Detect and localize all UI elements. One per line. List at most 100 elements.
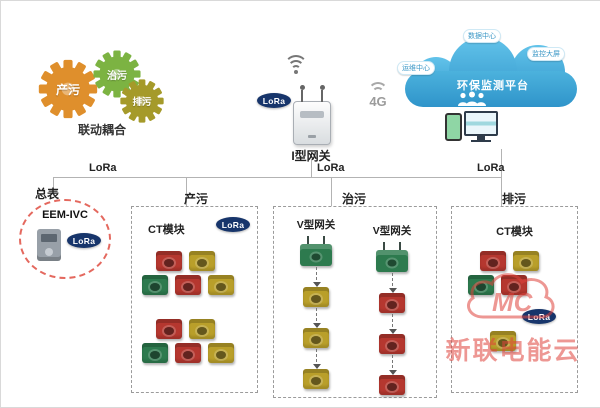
zone-produce-title: 产污 — [184, 192, 209, 206]
v-gateway-label: V型网关 — [372, 225, 412, 237]
gateway-label: I型网关 — [291, 149, 331, 163]
meter-title: 总表 — [35, 187, 60, 201]
dashed-arrow-down-icon — [388, 273, 397, 293]
dashed-arrow-down-icon — [312, 349, 321, 369]
dashed-arrow-down-icon — [388, 314, 397, 334]
gateway-screen — [300, 111, 324, 118]
ct-module-red — [175, 343, 201, 363]
drop-line-produce — [186, 177, 187, 206]
bus-label-right: LoRa — [477, 162, 505, 174]
ct-row — [490, 331, 516, 351]
zone-treat: 治污 V型网关 V型网关 — [273, 192, 437, 398]
meter-group-outline: EEM-IVC LoRa — [19, 199, 111, 279]
ct-module-red — [156, 251, 182, 271]
ct-module-red — [379, 375, 405, 395]
ct-module-red — [480, 251, 506, 271]
energy-meter-icon — [37, 229, 61, 261]
treat-column-1: V型网关 — [284, 217, 348, 389]
drop-line-gateway — [311, 159, 312, 177]
4g-signal-icon: 4G — [363, 77, 393, 109]
ct-module-green — [468, 275, 494, 295]
gears-caption: 联动耦合 — [77, 123, 126, 137]
cloud-platform-title: 环保监测平台 — [457, 80, 529, 92]
ct-module-label: CT模块 — [148, 224, 185, 236]
ct-chain — [379, 272, 405, 395]
ct-row — [142, 275, 234, 295]
cloud-badge-ops-center: 运维中心 — [397, 61, 435, 75]
zone-discharge: 排污 CT模块 LoRa — [451, 192, 578, 393]
treat-column-2: V型网关 — [360, 223, 424, 395]
ct-cluster — [464, 251, 539, 295]
drop-line-treat — [331, 177, 332, 206]
type1-gateway-device — [293, 85, 331, 145]
ct-module-red — [379, 293, 405, 313]
meter-model-label: EEM-IVC — [42, 209, 88, 221]
zone-produce: 产污 CT模块 LoRa — [131, 192, 258, 393]
ct-module-green — [142, 343, 168, 363]
ct-hole — [311, 253, 321, 261]
lora-badge-discharge: LoRa — [522, 309, 556, 324]
cloud-base — [405, 71, 577, 107]
ct-row — [156, 319, 234, 339]
ct-row — [142, 343, 234, 363]
zone-discharge-title: 排污 — [502, 192, 527, 206]
dashed-arrow-down-icon — [312, 308, 321, 328]
4g-label: 4G — [369, 94, 387, 109]
ct-module-yellow — [189, 251, 215, 271]
users-icon — [458, 91, 486, 106]
ct-module-yellow — [303, 369, 329, 389]
lora-badge-meter: LoRa — [67, 233, 101, 248]
gear-discharge-label: 排污 — [132, 97, 152, 108]
dashed-arrow-down-icon — [312, 267, 321, 287]
ct-module-yellow — [189, 319, 215, 339]
drop-line-meter — [53, 177, 54, 189]
ct-cluster — [490, 331, 516, 351]
cloud-platform: 数据中心 运维中心 监控大屏 环保监测平台 — [397, 29, 587, 149]
gear-treat: 治污 — [92, 49, 142, 99]
gear-produce: 产污 — [37, 58, 99, 120]
drop-line-discharge — [501, 149, 502, 206]
cloud-badge-data-center: 数据中心 — [463, 29, 501, 43]
ct-module-yellow — [208, 343, 234, 363]
lora-bus-line — [53, 177, 502, 178]
antenna-icon — [299, 85, 305, 102]
signal-waves-icon — [284, 53, 308, 74]
ct-hole — [387, 259, 397, 267]
lora-badge-produce: LoRa — [216, 217, 250, 232]
gear-discharge: 排污 — [119, 78, 165, 124]
ct-module-label: CT模块 — [496, 226, 533, 238]
ct-module-yellow — [208, 275, 234, 295]
monitor-stand — [477, 136, 485, 140]
ct-module-red — [379, 334, 405, 354]
ct-module-yellow — [303, 328, 329, 348]
v-gateway-device — [376, 242, 408, 272]
antenna-icon — [319, 85, 325, 102]
ct-module-red — [175, 275, 201, 295]
bus-label-mid: LoRa — [317, 162, 345, 174]
ct-module-red — [501, 275, 527, 295]
dashed-arrow-down-icon — [388, 355, 397, 375]
monitor-icon — [464, 111, 498, 136]
gateway-led — [308, 135, 316, 138]
ct-module-yellow — [490, 331, 516, 351]
ct-chain — [303, 266, 329, 389]
ct-module-yellow — [513, 251, 539, 271]
v-gateway-device — [300, 236, 332, 266]
ct-cluster — [142, 251, 234, 295]
ct-row — [480, 251, 539, 271]
v-gateway-label: V型网关 — [296, 219, 336, 231]
ct-module-red — [156, 319, 182, 339]
zone-treat-title: 治污 — [342, 192, 367, 206]
smartphone-icon — [445, 113, 462, 141]
ct-module-yellow — [303, 287, 329, 307]
ct-module-green — [142, 275, 168, 295]
lora-badge-gateway: LoRa — [257, 93, 291, 108]
gear-treat-label: 治污 — [107, 70, 127, 82]
monitor-base — [471, 140, 491, 142]
cloud-badge-monitor-screen: 监控大屏 — [527, 47, 565, 61]
ct-row — [156, 251, 234, 271]
gear-produce-label: 产污 — [55, 82, 80, 97]
ct-row — [468, 275, 539, 295]
bus-label-left: LoRa — [89, 162, 117, 174]
